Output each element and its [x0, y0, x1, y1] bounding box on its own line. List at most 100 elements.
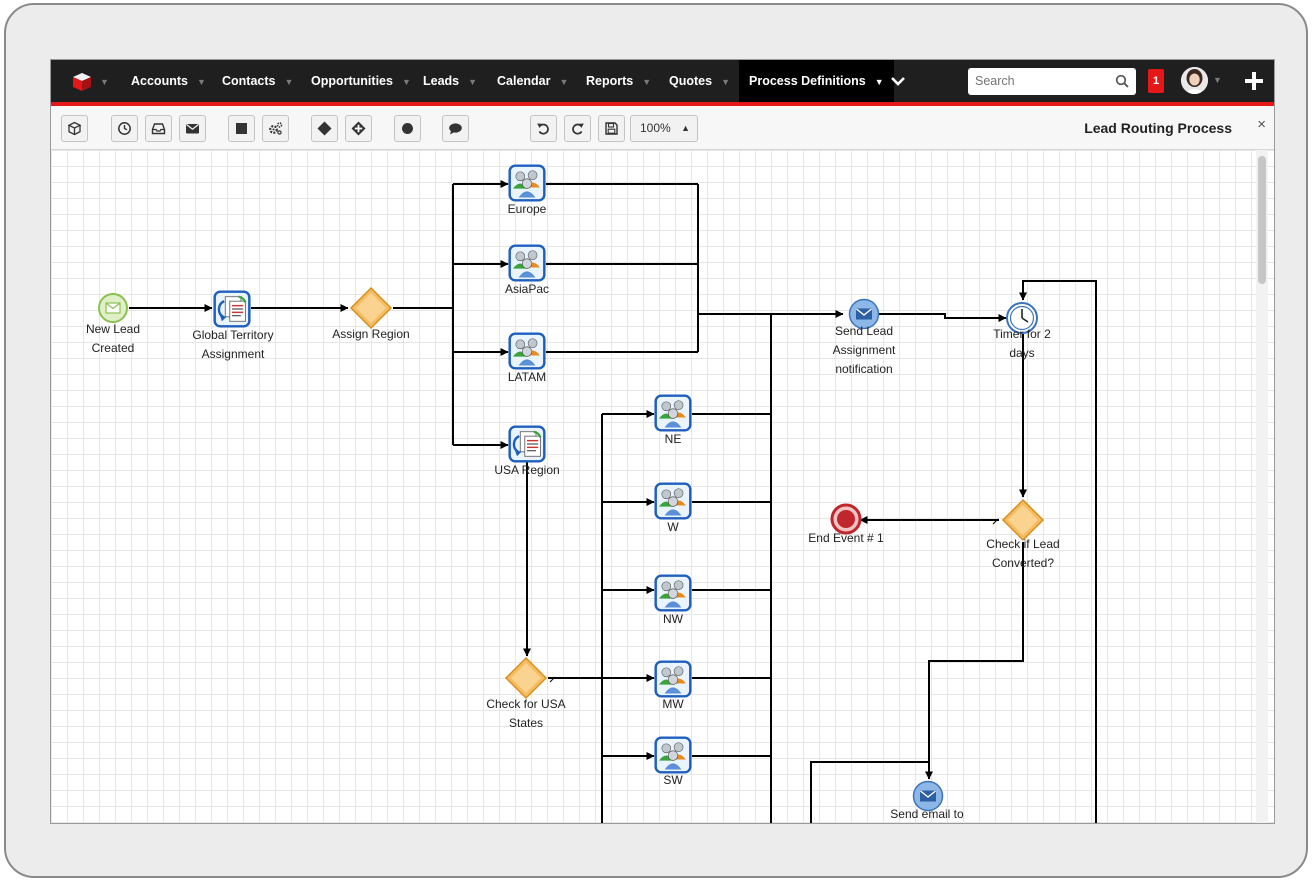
- nav-item-process-definitions[interactable]: Process Definitions ▼: [739, 60, 894, 102]
- nw-label: NW: [663, 612, 683, 626]
- send-message-tool-button[interactable]: [179, 115, 206, 142]
- nav-item-contacts[interactable]: Contacts ▼: [222, 60, 293, 102]
- zoom-value: 100%: [640, 121, 671, 135]
- default-flow-mark: [549, 676, 556, 683]
- device-frame: ▼ Accounts ▼ Contacts ▼ Opportunities ▼ Lea…: [4, 3, 1308, 878]
- sugar-cube-logo-icon[interactable]: [71, 72, 93, 92]
- search-icon[interactable]: [1115, 74, 1129, 88]
- inbox-icon: [151, 123, 166, 135]
- nav-accent-bar: [51, 102, 1274, 106]
- nw-task[interactable]: [654, 574, 692, 612]
- user-menu-chevron-icon[interactable]: ▼: [1213, 75, 1222, 85]
- nav-item-reports[interactable]: Reports ▼: [586, 60, 651, 102]
- quick-create-plus-icon[interactable]: [1241, 68, 1267, 94]
- timer-event[interactable]: [1006, 302, 1038, 334]
- undo-button[interactable]: [530, 115, 557, 142]
- end-event[interactable]: [830, 503, 862, 535]
- redo-icon: [572, 123, 584, 135]
- ne-task[interactable]: [654, 394, 692, 432]
- process-title: Lead Routing Process: [1084, 120, 1232, 136]
- default-flow-mark: [992, 518, 999, 525]
- europe-label: Europe: [507, 202, 547, 216]
- activity-tool-button[interactable]: [228, 115, 255, 142]
- sw-task[interactable]: [654, 736, 692, 774]
- comment-tool-button[interactable]: [442, 115, 469, 142]
- designer-toolbar: 100% ▲ Lead Routing Process ×: [51, 106, 1274, 150]
- chevron-down-icon[interactable]: ▼: [559, 77, 569, 87]
- scrollbar-thumb[interactable]: [1258, 156, 1266, 284]
- select-arrows-icon: ▲: [681, 123, 690, 133]
- end-event-tool-button[interactable]: [394, 115, 421, 142]
- europe-task[interactable]: [508, 164, 546, 202]
- asiapac-task[interactable]: [508, 244, 546, 282]
- close-icon[interactable]: ×: [1257, 116, 1266, 133]
- nav-item-opportunities[interactable]: Opportunities ▼: [311, 60, 411, 102]
- circle-icon: [402, 123, 413, 134]
- action-tool-button[interactable]: [262, 115, 289, 142]
- end-event-label: End Event # 1: [808, 531, 884, 545]
- cube-tool-button[interactable]: [61, 115, 88, 142]
- clock-icon: [118, 122, 131, 135]
- latam-task[interactable]: [508, 332, 546, 370]
- search-input[interactable]: [975, 74, 1110, 88]
- nav-item-label: Process Definitions: [749, 74, 866, 88]
- global-territory-task[interactable]: [213, 290, 251, 328]
- nav-item-label: Accounts: [131, 74, 188, 88]
- zoom-select[interactable]: 100% ▲: [630, 115, 698, 142]
- logo-menu-caret-icon[interactable]: ▼: [100, 77, 109, 87]
- save-button[interactable]: [598, 115, 625, 142]
- nav-item-label: Quotes: [669, 74, 713, 88]
- nav-item-accounts[interactable]: Accounts ▼: [131, 60, 206, 102]
- w-label: W: [667, 520, 679, 534]
- timer-label: Timer for 2 days: [993, 327, 1051, 360]
- assign-region-gateway[interactable]: [350, 287, 392, 329]
- latam-label: LATAM: [507, 370, 547, 384]
- exclusive-gateway-tool-button[interactable]: [311, 115, 338, 142]
- start-event-label: New Lead Created: [85, 322, 141, 355]
- user-avatar-icon: [1181, 67, 1208, 94]
- notification-badge[interactable]: 1: [1148, 69, 1164, 93]
- gears-icon: [269, 122, 283, 135]
- asiapac-label: AsiaPac: [504, 282, 550, 296]
- nav-item-label: Reports: [586, 74, 634, 88]
- nav-item-label: Opportunities: [311, 74, 393, 88]
- usa-states-label: Check for USA States: [486, 697, 566, 730]
- diamond-plus-icon: [351, 121, 366, 136]
- mw-task[interactable]: [654, 660, 692, 698]
- chevron-down-icon[interactable]: ▼: [874, 77, 884, 87]
- vertical-scrollbar[interactable]: [1256, 150, 1268, 823]
- chevron-down-icon[interactable]: ▼: [642, 77, 652, 87]
- avatar[interactable]: [1181, 67, 1208, 94]
- square-icon: [236, 123, 247, 134]
- usa-region-task[interactable]: [508, 425, 546, 463]
- w-task[interactable]: [654, 482, 692, 520]
- more-modules-chevron-icon[interactable]: [887, 70, 909, 92]
- chevron-down-icon[interactable]: ▼: [401, 77, 411, 87]
- chevron-down-icon[interactable]: ▼: [468, 77, 478, 87]
- nav-item-quotes[interactable]: Quotes ▼: [669, 60, 730, 102]
- undo-icon: [537, 123, 549, 135]
- receive-message-tool-button[interactable]: [145, 115, 172, 142]
- parallel-gateway-tool-button[interactable]: [345, 115, 372, 142]
- usa-states-gateway[interactable]: [505, 657, 547, 699]
- redo-button[interactable]: [564, 115, 591, 142]
- chevron-down-icon[interactable]: ▼: [196, 77, 206, 87]
- chevron-down-icon[interactable]: ▼: [721, 77, 730, 87]
- save-icon: [605, 122, 618, 135]
- ne-label: NE: [664, 432, 682, 446]
- cube-icon: [67, 121, 82, 136]
- sw-label: SW: [663, 773, 683, 787]
- chevron-down-icon[interactable]: ▼: [284, 77, 294, 87]
- lead-converted-gateway[interactable]: [1002, 499, 1044, 541]
- assign-region-label: Assign Region: [332, 327, 410, 341]
- nav-item-leads[interactable]: Leads▼: [423, 60, 477, 102]
- process-canvas[interactable]: New Lead Created Global Territory Assign…: [51, 150, 1274, 823]
- timer-event-tool-button[interactable]: [111, 115, 138, 142]
- diamond-icon: [317, 121, 332, 136]
- nav-item-label: Contacts: [222, 74, 276, 88]
- global-search[interactable]: [968, 68, 1136, 95]
- start-message-event[interactable]: [98, 293, 128, 323]
- top-navbar: ▼ Accounts ▼ Contacts ▼ Opportunities ▼ Lea…: [51, 60, 1274, 102]
- app-window: ▼ Accounts ▼ Contacts ▼ Opportunities ▼ Lea…: [50, 59, 1275, 824]
- nav-item-calendar[interactable]: Calendar▼: [497, 60, 568, 102]
